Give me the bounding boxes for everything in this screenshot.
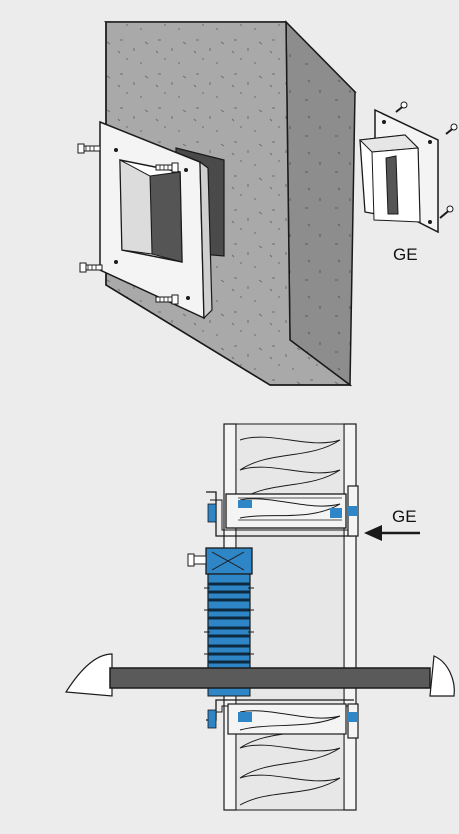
screw-icon xyxy=(439,205,454,219)
wall-side-face xyxy=(285,20,356,387)
pipe xyxy=(64,653,455,697)
screw-icon xyxy=(395,101,408,113)
screw-icon xyxy=(445,123,458,135)
insulated-wall-section xyxy=(223,423,357,811)
frame-label-section: GE xyxy=(392,507,417,526)
ge-frame-part xyxy=(358,108,439,234)
screw-icon xyxy=(155,294,179,305)
arrow-left-icon xyxy=(364,525,420,541)
ge-frame-section-upper xyxy=(206,485,359,537)
ge-frame-section-lower xyxy=(206,699,359,739)
screw-icon xyxy=(193,555,207,565)
insulation xyxy=(235,423,345,811)
screw-icon xyxy=(79,262,103,273)
sealant-layers xyxy=(207,573,251,671)
pipe-body xyxy=(109,667,431,689)
screw-icon xyxy=(77,143,101,154)
screw-icon xyxy=(155,162,179,173)
frame-label-top: GE xyxy=(393,245,418,264)
sealant-wrap xyxy=(187,547,254,697)
